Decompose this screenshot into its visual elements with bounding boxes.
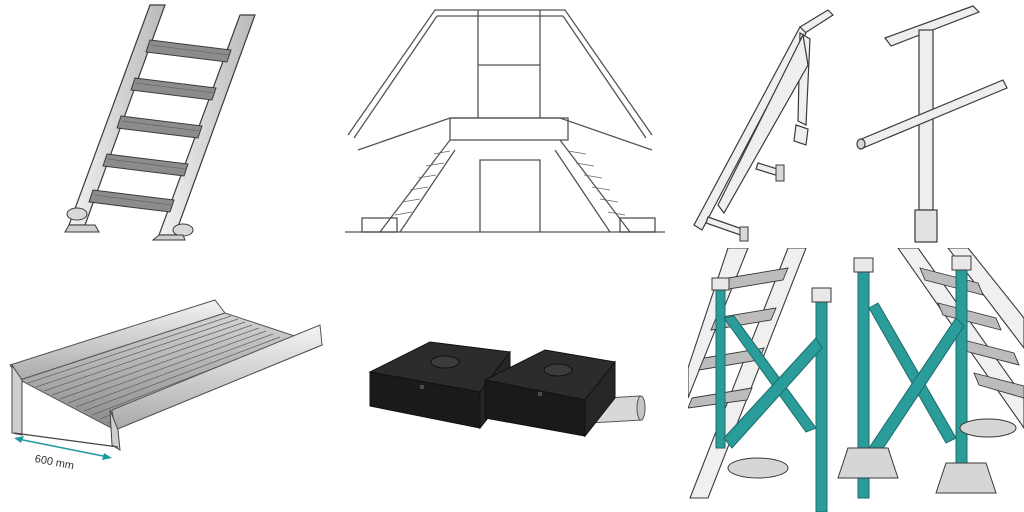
guardrail-post-panel — [855, 0, 1024, 245]
base-foot-panel — [360, 330, 650, 450]
width-dimension-arrow — [14, 436, 112, 460]
walkway-deck-icon — [9, 299, 324, 451]
crossover-bridge-panel — [340, 0, 670, 240]
ladder-panel — [55, 0, 265, 245]
handrail-panel — [688, 5, 848, 245]
support-frame-panel — [688, 248, 1024, 512]
rubber-base-foot-icon — [368, 341, 646, 438]
support-frame-icon — [688, 248, 1024, 512]
ladder-icon — [64, 4, 256, 241]
crossover-bridge-icon — [345, 9, 665, 233]
handrail-icon — [693, 9, 834, 242]
walkway-deck-panel: 600 mm — [0, 285, 330, 485]
guardrail-post-icon — [856, 5, 1008, 243]
